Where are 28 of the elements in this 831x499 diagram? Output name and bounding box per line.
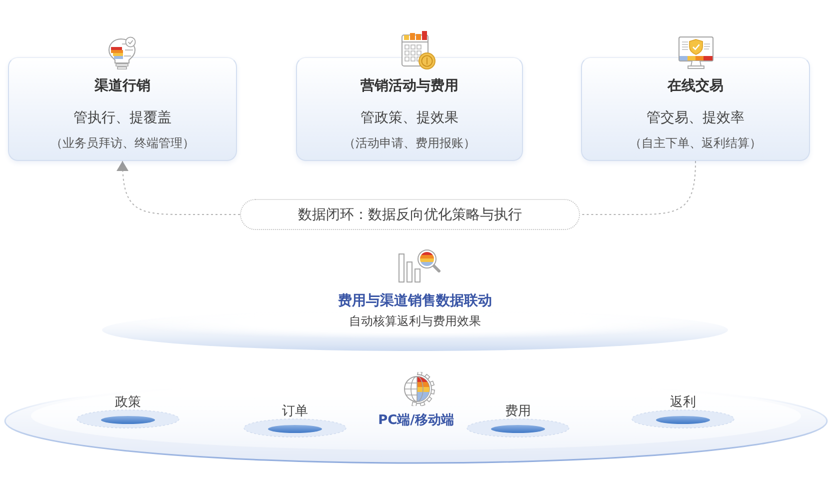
dotted-arrow [116,160,240,215]
disc-label: 订单 [282,404,308,420]
card-title: 营销活动与费用 [360,77,458,96]
card-title: 渠道行销 [94,77,150,96]
card-note: （自主下单、返利结算） [630,135,762,152]
dotted-pill [240,199,580,230]
card-note: （活动申请、费用报账） [344,135,476,152]
disc-label: 费用 [505,404,531,420]
disc-label: 政策 [115,395,141,411]
platform-disc [76,395,180,429]
platform-band [100,290,730,352]
info-card [8,57,237,161]
band-title: 费用与渠道销售数据联动 [338,292,492,311]
band-subtitle: 自动核算返利与费用效果 [349,313,481,330]
disc-label: 返利 [670,395,696,411]
platform-disc [243,404,347,438]
card-subtitle: 管政策、提效果 [360,109,458,128]
platform-disc [631,395,735,429]
pill-text: 数据闭环：数据反向优化策略与执行 [298,206,522,224]
platform-title: PC端/移动端 [378,412,454,430]
card-subtitle: 管执行、提覆盖 [74,109,172,128]
platform-disc [466,404,570,438]
info-card [581,57,810,161]
card-title: 在线交易 [668,76,724,96]
card-subtitle: 管交易、提效率 [646,109,744,128]
info-card [296,57,523,161]
card-note: （业务员拜访、终端管理） [50,135,194,152]
dotted-connector [580,160,696,215]
